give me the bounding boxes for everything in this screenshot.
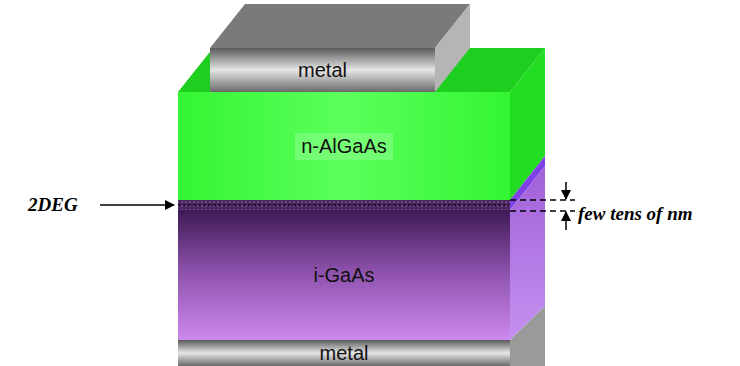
layer-label: 2DEG <box>28 194 78 216</box>
dimension-line <box>510 210 575 212</box>
layer-name: i-GaAs <box>313 264 374 287</box>
layer-name: metal <box>320 342 369 365</box>
2deg-line <box>178 205 510 206</box>
dimension-arrow <box>565 212 567 230</box>
metal-side-face <box>510 306 545 366</box>
layer-name: n-AlGaAs <box>295 133 393 160</box>
layer-top-face <box>178 48 545 92</box>
layer-block: i-GaAs <box>178 210 510 340</box>
dimension-label: few tens of nm <box>578 203 693 225</box>
layer-block: n-AlGaAs <box>178 92 510 200</box>
dimension-line <box>510 199 575 201</box>
dimension-arrow <box>565 182 567 199</box>
metal-contact: metal <box>178 340 510 366</box>
metal-side-face <box>435 4 470 92</box>
metal-contact: metal <box>210 48 435 92</box>
pointer-arrow <box>100 204 174 206</box>
layer-name: metal <box>298 59 347 82</box>
2deg-layer <box>178 200 510 210</box>
metal-top-face <box>210 4 470 48</box>
